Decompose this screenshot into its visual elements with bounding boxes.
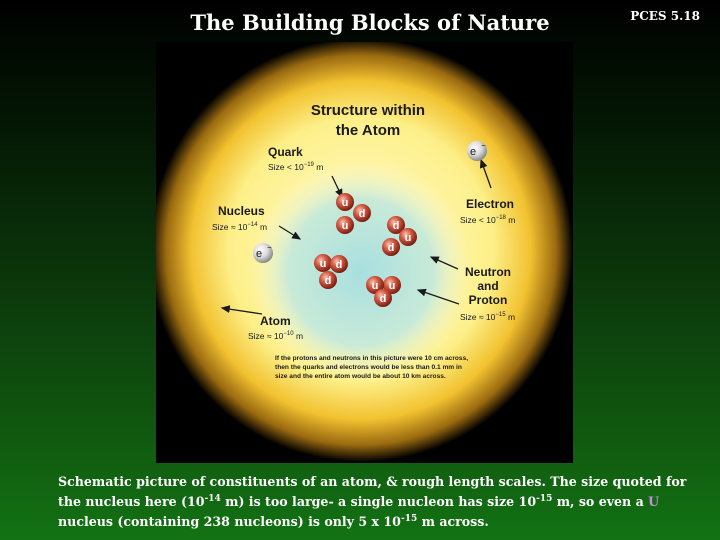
quark-ball-u: u <box>366 276 384 294</box>
uranium-symbol: U <box>648 494 660 509</box>
svg-text:d: d <box>359 208 366 220</box>
quark-ball-d: d <box>319 271 337 289</box>
atom-arrow <box>220 305 263 315</box>
atom-structure-figure: Structure within the Atom Quark Size < 1… <box>156 42 573 463</box>
electron-label: Electron <box>466 197 514 211</box>
electron-left: e − <box>253 243 273 263</box>
nucleon-size: Size ≈ 10−15 m <box>460 312 515 322</box>
quark-size: Size < 10−19 m <box>268 162 323 172</box>
slide-title: The Building Blocks of Nature <box>190 10 550 35</box>
proton-arrow <box>416 288 460 305</box>
electron-arrow <box>479 158 492 189</box>
svg-text:u: u <box>320 258 327 270</box>
svg-text:u: u <box>342 220 349 232</box>
electron-size: Size < 10−18 m <box>460 215 515 225</box>
nucleus-arrow <box>278 225 302 240</box>
diagram-heading-1: Structure within <box>311 102 425 119</box>
note-line-3: size and the entire atom would be about … <box>275 373 446 380</box>
svg-text:u: u <box>342 197 349 209</box>
nucleus-cloud <box>249 160 473 384</box>
svg-text:d: d <box>393 220 400 232</box>
svg-text:−: − <box>481 141 486 150</box>
svg-text:−: − <box>267 243 272 252</box>
svg-text:d: d <box>336 259 343 271</box>
quark-ball-u: u <box>314 254 332 272</box>
svg-text:u: u <box>372 280 379 292</box>
quark-ball-d: d <box>353 204 371 222</box>
atom-label: Atom <box>260 314 291 328</box>
quark-ball-u: u <box>336 193 354 211</box>
svg-text:u: u <box>389 280 396 292</box>
quark-arrow <box>331 175 343 199</box>
electron-top: e − <box>467 141 487 161</box>
svg-text:u: u <box>405 232 412 244</box>
neutron-label: Neutron <box>465 265 511 279</box>
note-line-2: then the quarks and electrons would be l… <box>275 364 462 371</box>
svg-text:d: d <box>388 242 395 254</box>
nucleus-size: Size ≈ 10−14 m <box>212 222 267 232</box>
nucleus-label: Nucleus <box>218 204 265 218</box>
diagram-heading-2: the Atom <box>336 122 400 139</box>
quark-ball-d: d <box>382 238 400 256</box>
neutron-arrow <box>429 256 459 270</box>
atom-size: Size ≈ 10−10 m <box>248 331 303 341</box>
slide-caption: Schematic picture of constituents of an … <box>58 474 687 529</box>
quark-label: Quark <box>268 145 303 159</box>
quark-ball-u: u <box>336 216 354 234</box>
svg-text:e: e <box>470 146 476 158</box>
quark-ball-d: d <box>374 289 392 307</box>
slide-number: PCES 5.18 <box>630 9 700 23</box>
quark-ball-d: d <box>330 255 348 273</box>
note-line-1: If the protons and neutrons in this pict… <box>275 355 468 362</box>
and-label: and <box>477 279 498 293</box>
atom-diagram-svg: Structure within the Atom Quark Size < 1… <box>156 42 573 462</box>
quark-ball-u: u <box>383 276 401 294</box>
proton-label: Proton <box>469 293 508 307</box>
quark-ball-d: d <box>387 216 405 234</box>
quark-ball-u: u <box>399 228 417 246</box>
svg-text:d: d <box>380 293 387 305</box>
svg-text:d: d <box>325 275 332 287</box>
svg-text:e: e <box>256 248 262 260</box>
